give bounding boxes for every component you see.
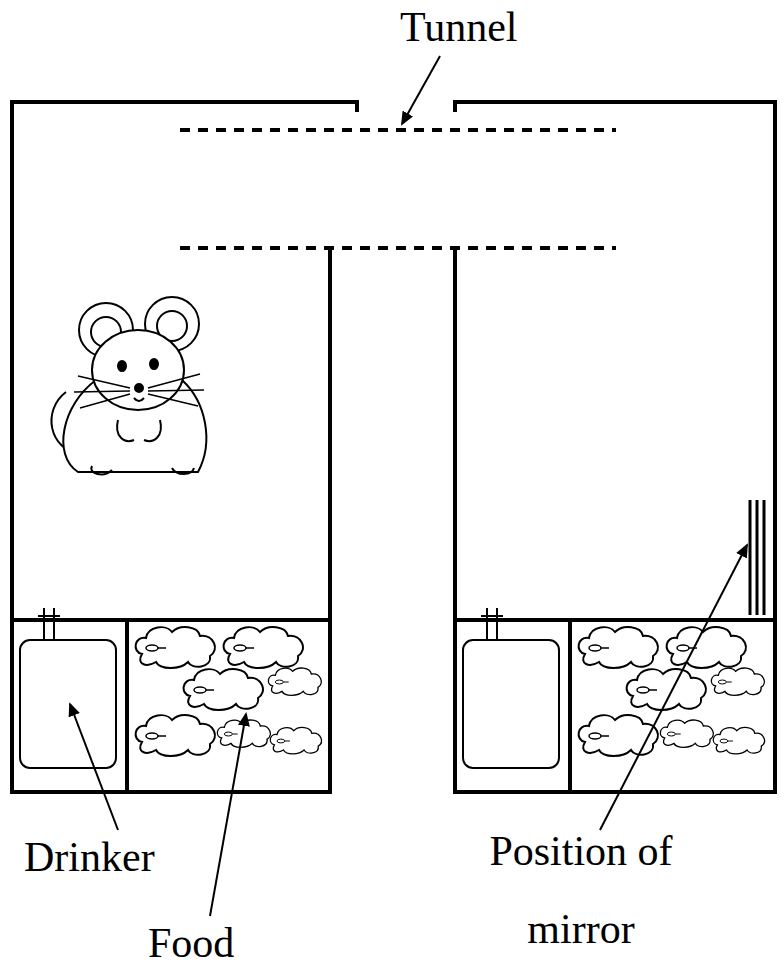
- drinker-symbol: [20, 608, 559, 768]
- leader-arrows: [70, 56, 747, 916]
- mouse-drawing: [51, 297, 206, 474]
- cage-walls: [12, 102, 775, 792]
- drinker-label: Drinker: [24, 832, 204, 882]
- tunnel: [180, 130, 616, 248]
- mirror-symbol: [750, 500, 764, 615]
- food-label: Food: [148, 918, 268, 968]
- mirror-label: Position of mirror: [446, 812, 716, 968]
- food-pellets: [136, 627, 765, 756]
- tunnel-label: Tunnel: [400, 2, 560, 52]
